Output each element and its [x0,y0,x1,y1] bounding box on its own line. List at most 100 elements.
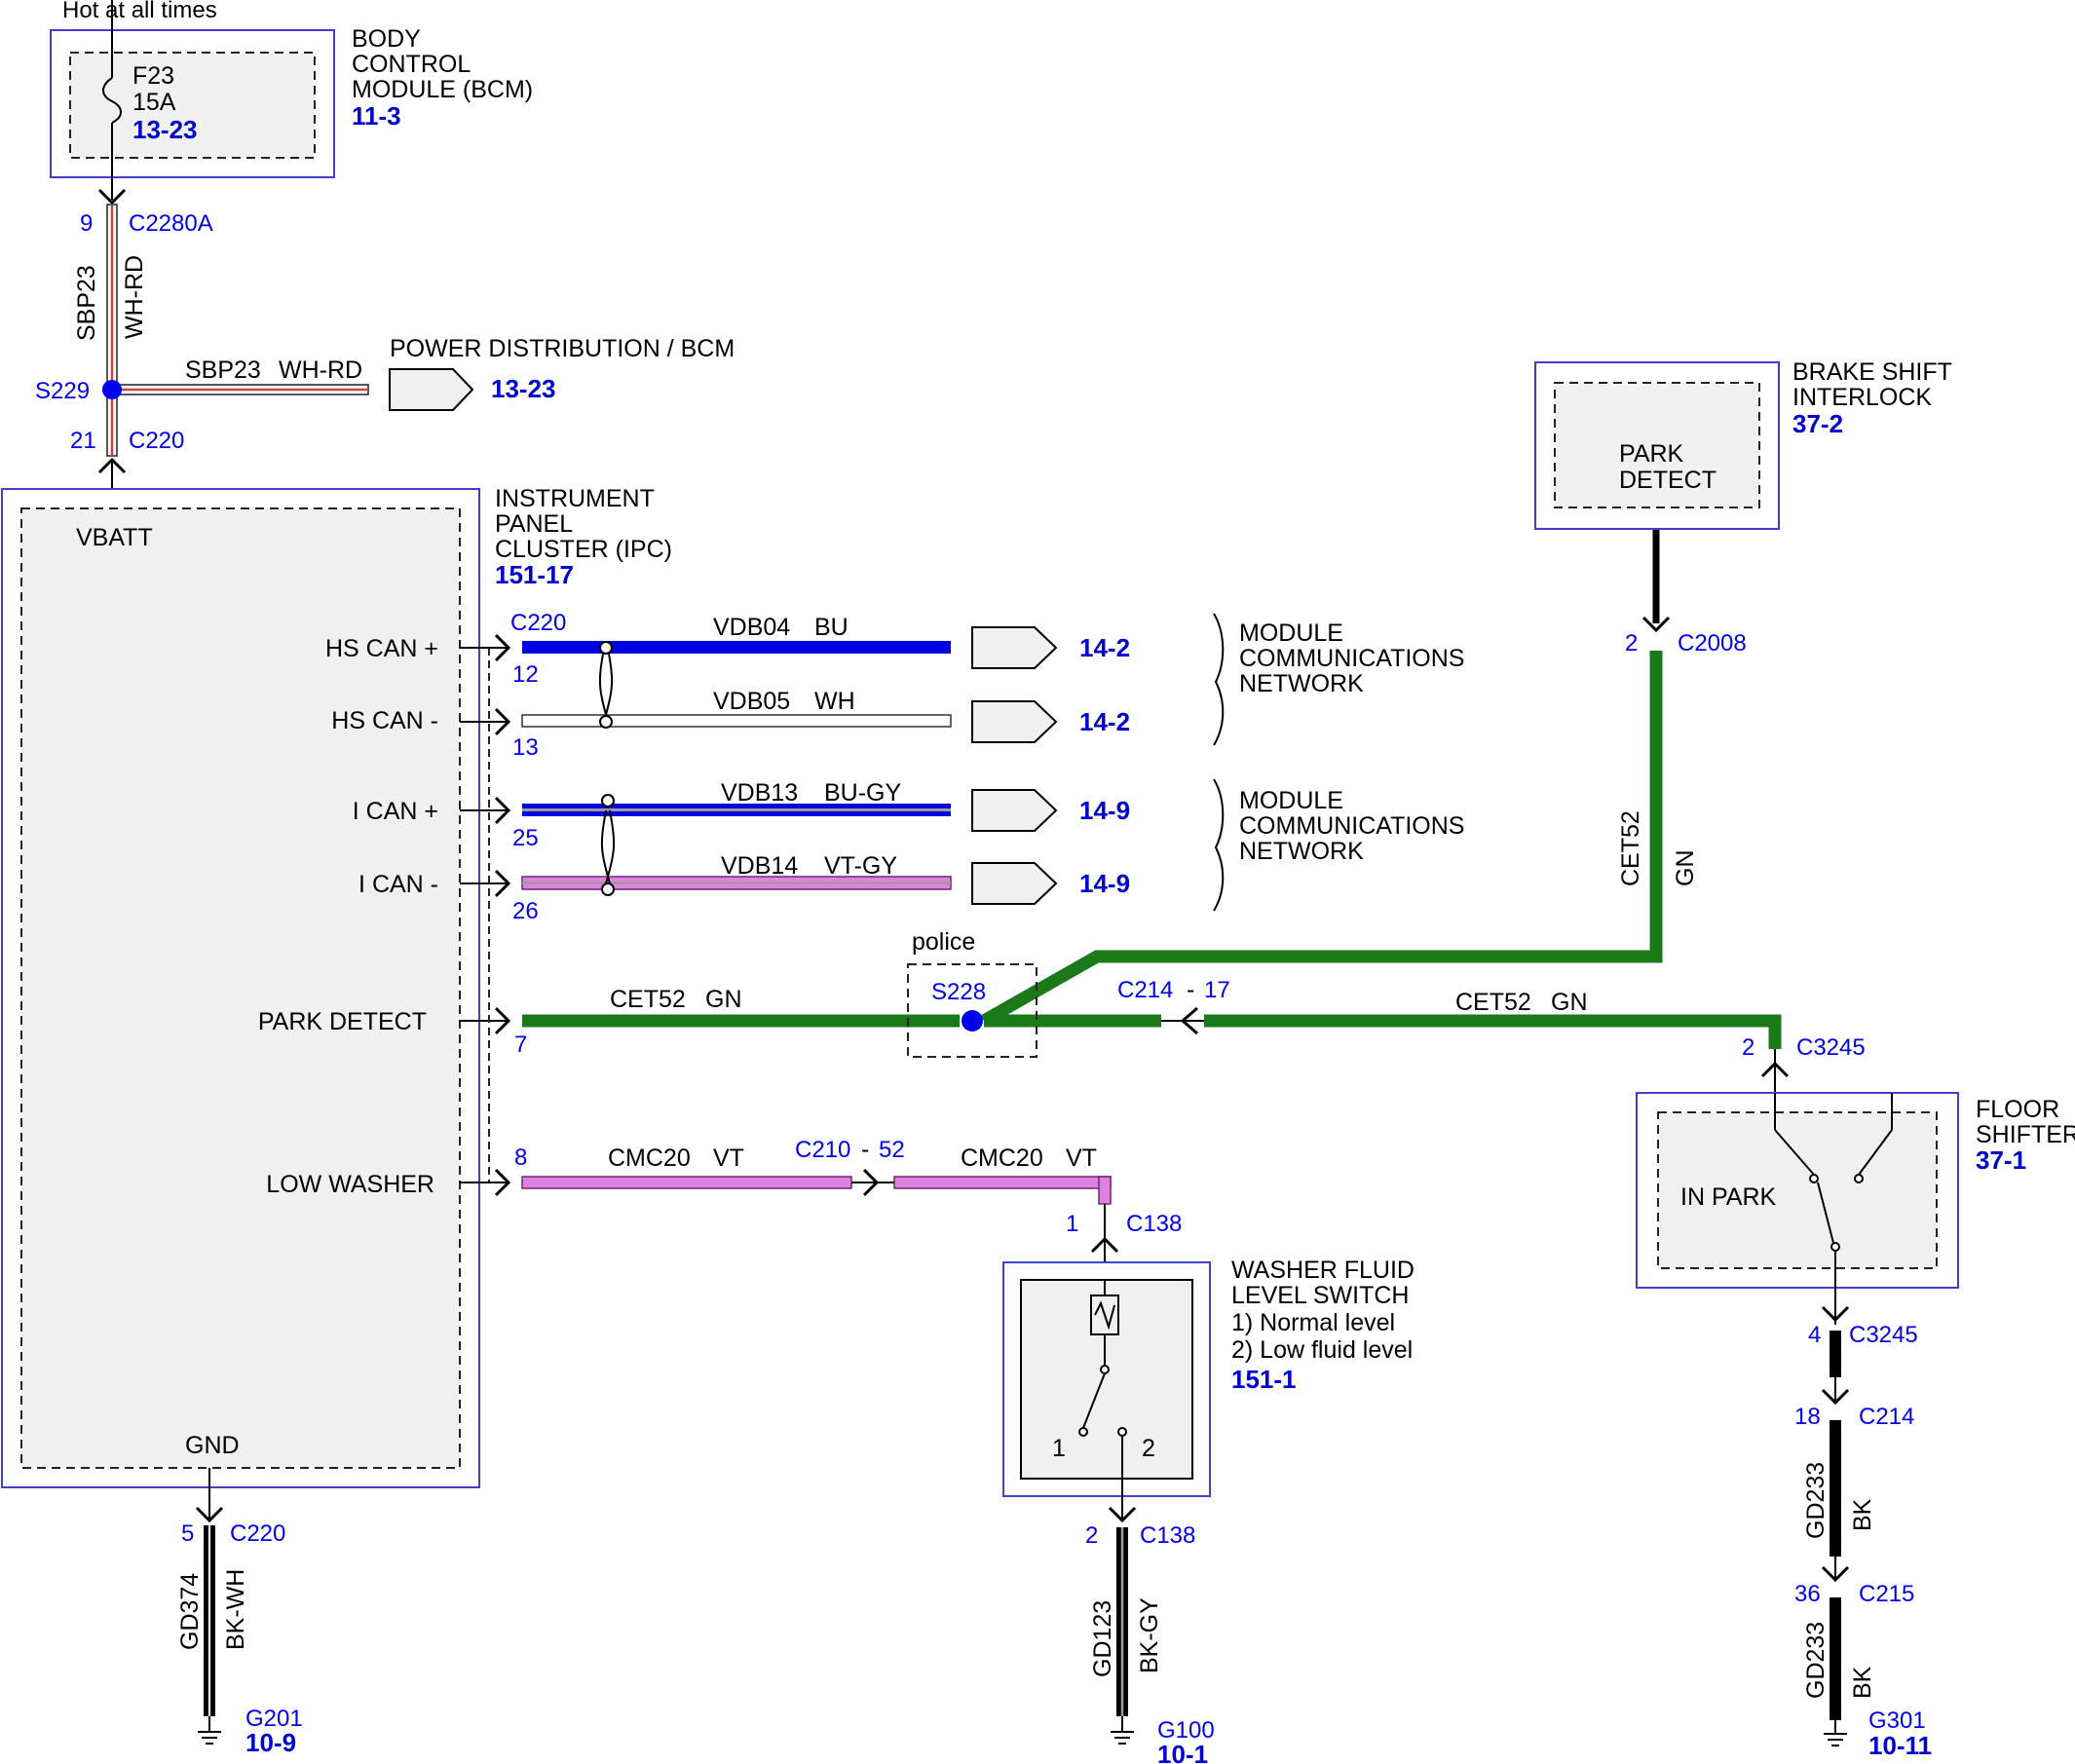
gnd-right-connector-c: C215 [1859,1581,1914,1607]
switch-blade [1082,1372,1106,1429]
shifter-pivot [1830,1242,1840,1252]
bcm-inner [69,52,316,159]
can-connector-icons[interactable] [971,626,1058,905]
c3245-top-pin: 2 [1742,1034,1754,1061]
c2008-connector: C2008 [1678,630,1747,657]
twist-knot-i-bottom [601,882,615,896]
ipc-gnd: GND [185,1432,240,1459]
c210-pin: 52 [879,1137,905,1163]
c220-top-connector: C220 [129,428,184,454]
cet52-wire [522,651,1782,1049]
power-dist-connector-icon[interactable] [389,368,474,411]
c2280a-pin: 9 [80,210,93,237]
floor-ref[interactable]: 37-1 [1976,1145,2026,1175]
ipc-hs-can-plus: HS CAN + [325,635,438,662]
c214-dash: - [1187,976,1194,1003]
c2280a-arrow-icon [97,188,127,206]
gnd-right-pin-b: 18 [1794,1404,1821,1430]
switch-pivot [1100,1365,1110,1374]
ipc-i-can-minus: I CAN - [358,871,438,898]
c214-pin: 17 [1204,977,1230,1003]
police-dashbox [907,963,1038,1058]
police-label: police [912,928,975,956]
washer-state-1: 1) Normal level [1231,1309,1395,1336]
vdb14-wire [521,876,952,890]
s229-splice [102,380,122,399]
vdb14-ref[interactable]: 14-9 [1079,869,1130,898]
brace-icon-1 [1213,613,1225,746]
gd233-wire-c [1830,1597,1841,1720]
sbp23-horizontal-circuit: SBP23 [185,357,261,384]
c220-top-pin: 21 [70,428,96,454]
ipc-low-washer: LOW WASHER [266,1171,434,1198]
shifter-wire-b [1858,1129,1893,1176]
vdb05-ref[interactable]: 14-2 [1079,707,1130,736]
ipc-pin-arrow-icons [494,633,511,1197]
floor-shifter-inner [1657,1111,1938,1269]
bcm-ref[interactable]: 11-3 [352,101,401,131]
washer-ref[interactable]: 151-1 [1231,1365,1297,1394]
ipc-name-3: CLUSTER (IPC) [495,536,672,563]
g201-ref[interactable]: 10-9 [245,1728,296,1757]
gnd-right-arrow-a-icon [1821,1305,1850,1323]
fuse-name: F23 [132,62,174,90]
washer-pin8: 8 [514,1145,527,1171]
s229-label: S229 [35,378,90,404]
vdb05-wire [521,714,952,728]
ipc-name-1: INSTRUMENT [495,485,655,512]
ipc-park-detect: PARK DETECT [258,1008,427,1035]
shifter-contact-b [1854,1174,1864,1183]
switch-pos2: 2 [1142,1435,1155,1462]
gnd-right-arrow-c-icon [1821,1565,1850,1583]
vdb04-ref[interactable]: 14-2 [1079,633,1130,662]
vert-gn: GN [1672,850,1699,887]
g201-label: G201 [245,1706,303,1732]
gnd-left-pin: 5 [181,1520,194,1547]
bcm-name-2: CONTROL [352,51,471,78]
switch-contact-1 [1078,1427,1088,1437]
sbp23-vertical-wire [106,204,118,457]
gd123-wire [1116,1527,1128,1716]
g100-ref[interactable]: 10-1 [1157,1740,1208,1764]
c3245-top-connector: C3245 [1796,1034,1866,1061]
sbp23-vertical-color: WH-RD [121,255,148,339]
float-zigzag-icon [1094,1300,1115,1331]
park-gn-b: GN [1551,989,1588,1016]
gnd-right-pin-c: 36 [1794,1581,1821,1607]
gnd-mid-pin: 2 [1085,1522,1098,1549]
vdb13-ref[interactable]: 14-9 [1079,796,1130,825]
fuse-amp: 15A [132,89,176,116]
gd233-wire-a [1830,1331,1841,1377]
g301-ref[interactable]: 10-11 [1868,1731,1932,1760]
ipc-hs-can-minus: HS CAN - [331,707,438,734]
vdb05-color: WH [814,688,855,715]
twist-icon-i [600,809,616,884]
c210-dash: - [861,1136,869,1163]
gnd-right-connector-a: C3245 [1849,1322,1918,1348]
c138-top-connector: C138 [1126,1211,1182,1237]
ipc-i-can-plus: I CAN + [353,798,438,825]
gnd-right-arrow-b-icon [1821,1388,1850,1406]
shifter-wire-a [1774,1129,1815,1176]
brace-icon-2 [1213,778,1225,912]
bsi-inner [1554,382,1760,508]
park-cet52-b: CET52 [1455,989,1531,1016]
bsi-inner-1: PARK [1619,440,1684,468]
bsi-name-2: INTERLOCK [1792,384,1932,411]
gd233-color-a: BK [1849,1498,1876,1531]
power-dist-ref[interactable]: 13-23 [491,374,556,403]
c210-arrow-icon [862,1168,880,1197]
gd233-color-b: BK [1849,1666,1876,1699]
gd374-wire [204,1525,215,1716]
c214-label: C214 [1117,977,1173,1003]
bsi-ref[interactable]: 37-2 [1792,409,1843,438]
ipc-vbatt: VBATT [76,524,153,551]
twist-knot-hs-bottom [599,715,613,729]
gd123-color: BK-GY [1136,1597,1163,1673]
floor-name-2: SHIFTER [1976,1121,2075,1148]
ipc-pin-stubs [460,647,509,1183]
g301-label: G301 [1868,1708,1926,1734]
ipc-ref[interactable]: 151-17 [495,560,574,589]
fuse-ref[interactable]: 13-23 [132,115,198,144]
